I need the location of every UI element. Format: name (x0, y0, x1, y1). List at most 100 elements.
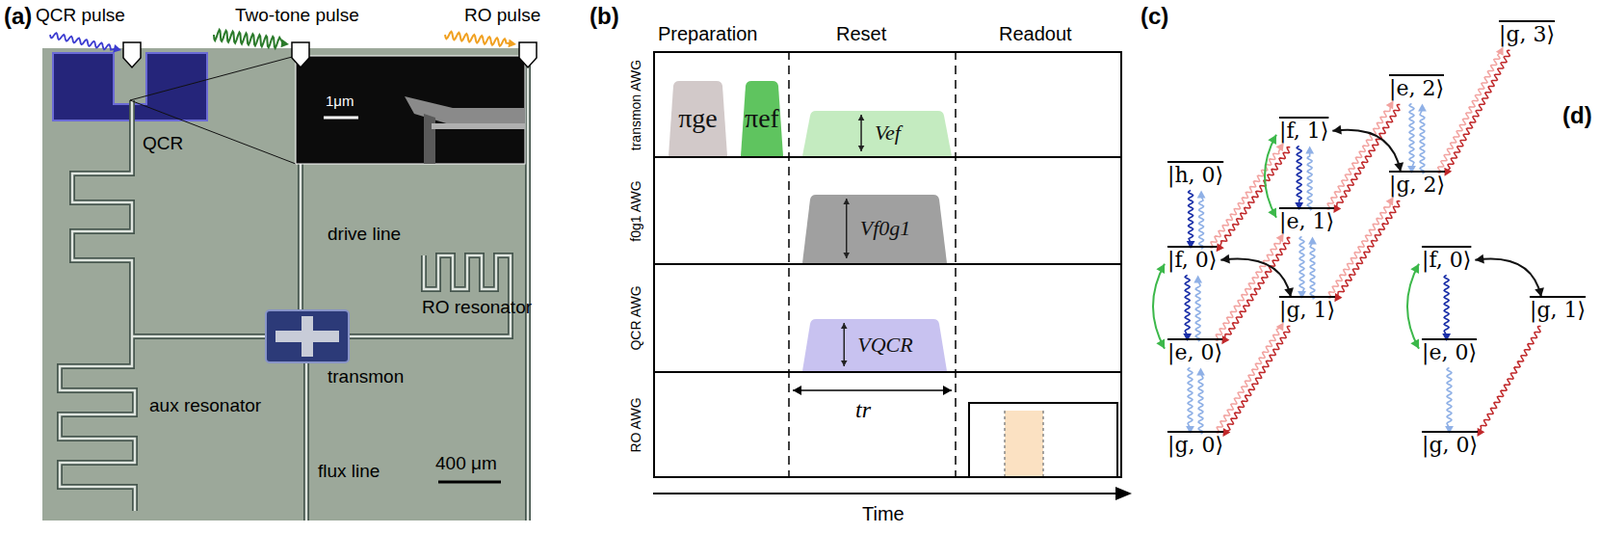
arrow-head (1477, 427, 1486, 437)
arrow-head (1220, 254, 1231, 264)
arrow-head (1276, 321, 1285, 331)
arrow-head (792, 385, 802, 395)
section-label: Reset (836, 23, 887, 46)
coupling-arrow (1220, 259, 1291, 297)
part-label: RO pulse (464, 4, 541, 27)
wavy-arrow (1446, 50, 1510, 171)
row-label: f0g1 AWG (628, 180, 644, 241)
ket-label: |g, 3⟩ (1498, 21, 1555, 49)
arrow-head (1284, 287, 1294, 297)
panel-letter: (a) (3, 2, 32, 30)
arrow-head (1534, 287, 1545, 297)
pulse-shape: πge (666, 79, 730, 157)
pulse-label: πge (678, 103, 718, 134)
wavy-arrow (1209, 147, 1281, 248)
panel-letter: (c) (1140, 2, 1169, 30)
sem-electrode (404, 96, 525, 126)
ket-label: |g, 2⟩ (1389, 171, 1445, 199)
arrow-head (1410, 338, 1419, 348)
wavy-arrow (1198, 373, 1204, 435)
awg-row: RO AWG (653, 372, 1123, 478)
pulse-fill (668, 80, 728, 157)
pulse-label: Vf0g1 (839, 215, 912, 241)
integration-window (1004, 410, 1044, 478)
window-edge (1042, 410, 1045, 478)
ket-label: |g, 0⟩ (1421, 431, 1478, 459)
arrow-head (1333, 204, 1341, 213)
part-label: Two-tone pulse (235, 4, 360, 27)
wavy-arrow (1443, 275, 1449, 337)
panel-letter: (b) (589, 2, 620, 30)
wavy-arrow (1409, 104, 1415, 169)
transmon-cross (301, 315, 314, 357)
wavy-arrow (1184, 275, 1190, 337)
panel-letter: (d) (1562, 102, 1593, 130)
sem-electrode (431, 123, 525, 130)
arrow-head (858, 114, 866, 121)
wavy-arrow (1226, 325, 1291, 432)
arrow-head (1334, 292, 1342, 302)
wavy-arrow (1310, 242, 1315, 300)
wavy-arrow (445, 31, 511, 47)
arrow-head (1474, 254, 1485, 264)
zoom-line (130, 55, 296, 101)
coupling-arrow (1474, 259, 1542, 297)
arrow-head (281, 39, 289, 49)
coupling-arrow (1153, 263, 1165, 349)
coupling-arrow (1407, 263, 1419, 349)
wavy-arrow (1419, 109, 1425, 175)
ket-label: |f, 0⟩ (1421, 246, 1471, 274)
wavy-arrow (1188, 190, 1194, 244)
waveguide-outline (59, 48, 528, 521)
arrow-head (1386, 100, 1394, 109)
drawn-shape (524, 48, 531, 521)
wavy-arrow (1296, 146, 1302, 206)
arrow-head (1267, 207, 1277, 217)
duration-label: tr (855, 396, 871, 424)
wavy-arrow (1446, 367, 1452, 429)
pulse-shape: πef (738, 79, 786, 157)
wavy-arrow (50, 32, 116, 51)
arrow-head (1495, 47, 1504, 56)
part-label: transmon (327, 366, 404, 388)
arrow-head (1186, 240, 1196, 249)
arrow-head (1417, 104, 1427, 112)
level-transitions (1153, 47, 1545, 437)
pulse-shape: Vf0g1 (800, 193, 949, 263)
wavy-arrow (1438, 52, 1501, 173)
pulse-label: Vef (853, 120, 901, 146)
drawn-shape (291, 42, 310, 68)
ket-label: |f, 1⟩ (1279, 117, 1329, 145)
coupling-arrow (1332, 130, 1401, 172)
probe-pads (123, 42, 537, 68)
drawn-shape (59, 336, 135, 511)
arrow-head (1332, 125, 1342, 135)
time-axis (653, 492, 1120, 495)
transmon-frame (265, 310, 349, 363)
pulse-label: VQCR (836, 332, 913, 358)
arrow-head (840, 360, 848, 367)
awg-row: transmon AWGπgeπefVef (653, 51, 1123, 158)
ket-label: |g, 1⟩ (1529, 296, 1586, 324)
ket-label: |e, 2⟩ (1389, 75, 1444, 103)
window-edge (1003, 410, 1006, 478)
arrow-head (842, 198, 850, 205)
pulse-label: πef (744, 103, 780, 134)
arrow-head (943, 385, 952, 395)
arrow-head (1305, 146, 1314, 155)
ket-label: |h, 0⟩ (1167, 161, 1224, 189)
drawn-shape (72, 48, 132, 337)
arrow-head (1393, 161, 1404, 172)
part-label: aux resonator (149, 394, 262, 417)
row-label: RO AWG (628, 396, 644, 452)
pulse-icons (50, 29, 952, 395)
wavy-arrow (1216, 327, 1282, 434)
arrow-head (1294, 202, 1304, 210)
section-label: Readout (998, 23, 1073, 46)
pulse-fill (802, 318, 947, 371)
pulse-fill (802, 110, 952, 157)
wavy-arrow (1187, 367, 1193, 429)
ket-label: |g, 1⟩ (1279, 296, 1336, 324)
arrow-head (1221, 335, 1230, 344)
